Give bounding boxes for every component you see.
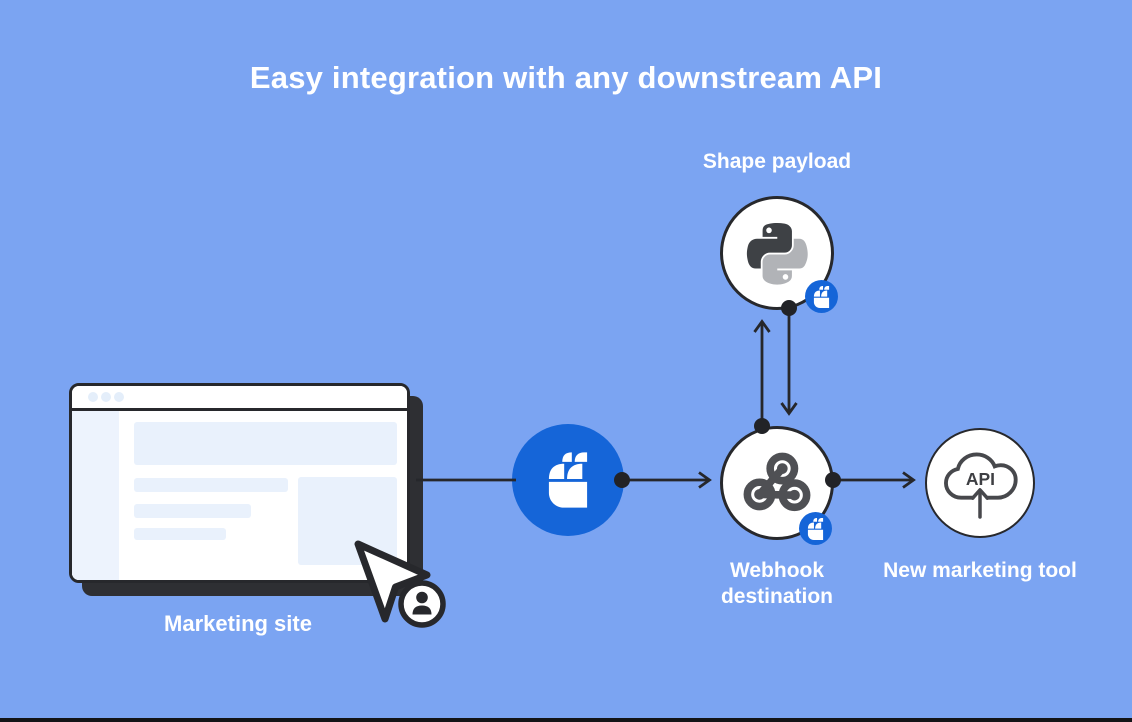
window-dot-2 [101, 392, 111, 402]
text-placeholder-2 [134, 504, 251, 518]
browser-sidebar [72, 411, 119, 580]
page-title: Easy integration with any downstream API [249, 60, 883, 95]
webhook-icon [743, 452, 811, 512]
text-placeholder-1 [134, 478, 288, 492]
hero-placeholder [134, 422, 397, 465]
braze-badge-icon [807, 517, 824, 540]
braze-logo [548, 452, 588, 508]
braze-badge [799, 512, 832, 545]
braze-node [512, 424, 624, 536]
marketing-site-window [69, 383, 410, 583]
browser-titlebar [72, 386, 407, 411]
browser-content [72, 411, 407, 580]
shape-payload-label: Shape payload [702, 150, 852, 173]
cloud-api-icon: API [944, 452, 1018, 519]
braze-badge-icon [813, 285, 830, 308]
braze-badge [805, 280, 838, 313]
cloud-api-text: API [966, 469, 995, 489]
python-logo [746, 222, 808, 285]
new-marketing-tool-label: New marketing tool [883, 559, 1077, 582]
marketing-site-label: Marketing site [164, 611, 312, 636]
window-dot-3 [114, 392, 124, 402]
new-marketing-tool-node: API [925, 428, 1035, 538]
text-placeholder-3 [134, 528, 226, 540]
bottom-border-bar [0, 718, 1132, 722]
cursor-arrow-icon [354, 540, 446, 628]
window-dot-1 [88, 392, 98, 402]
person-badge-icon [398, 580, 446, 628]
webhook-destination-label: Webhook destination [720, 559, 833, 608]
